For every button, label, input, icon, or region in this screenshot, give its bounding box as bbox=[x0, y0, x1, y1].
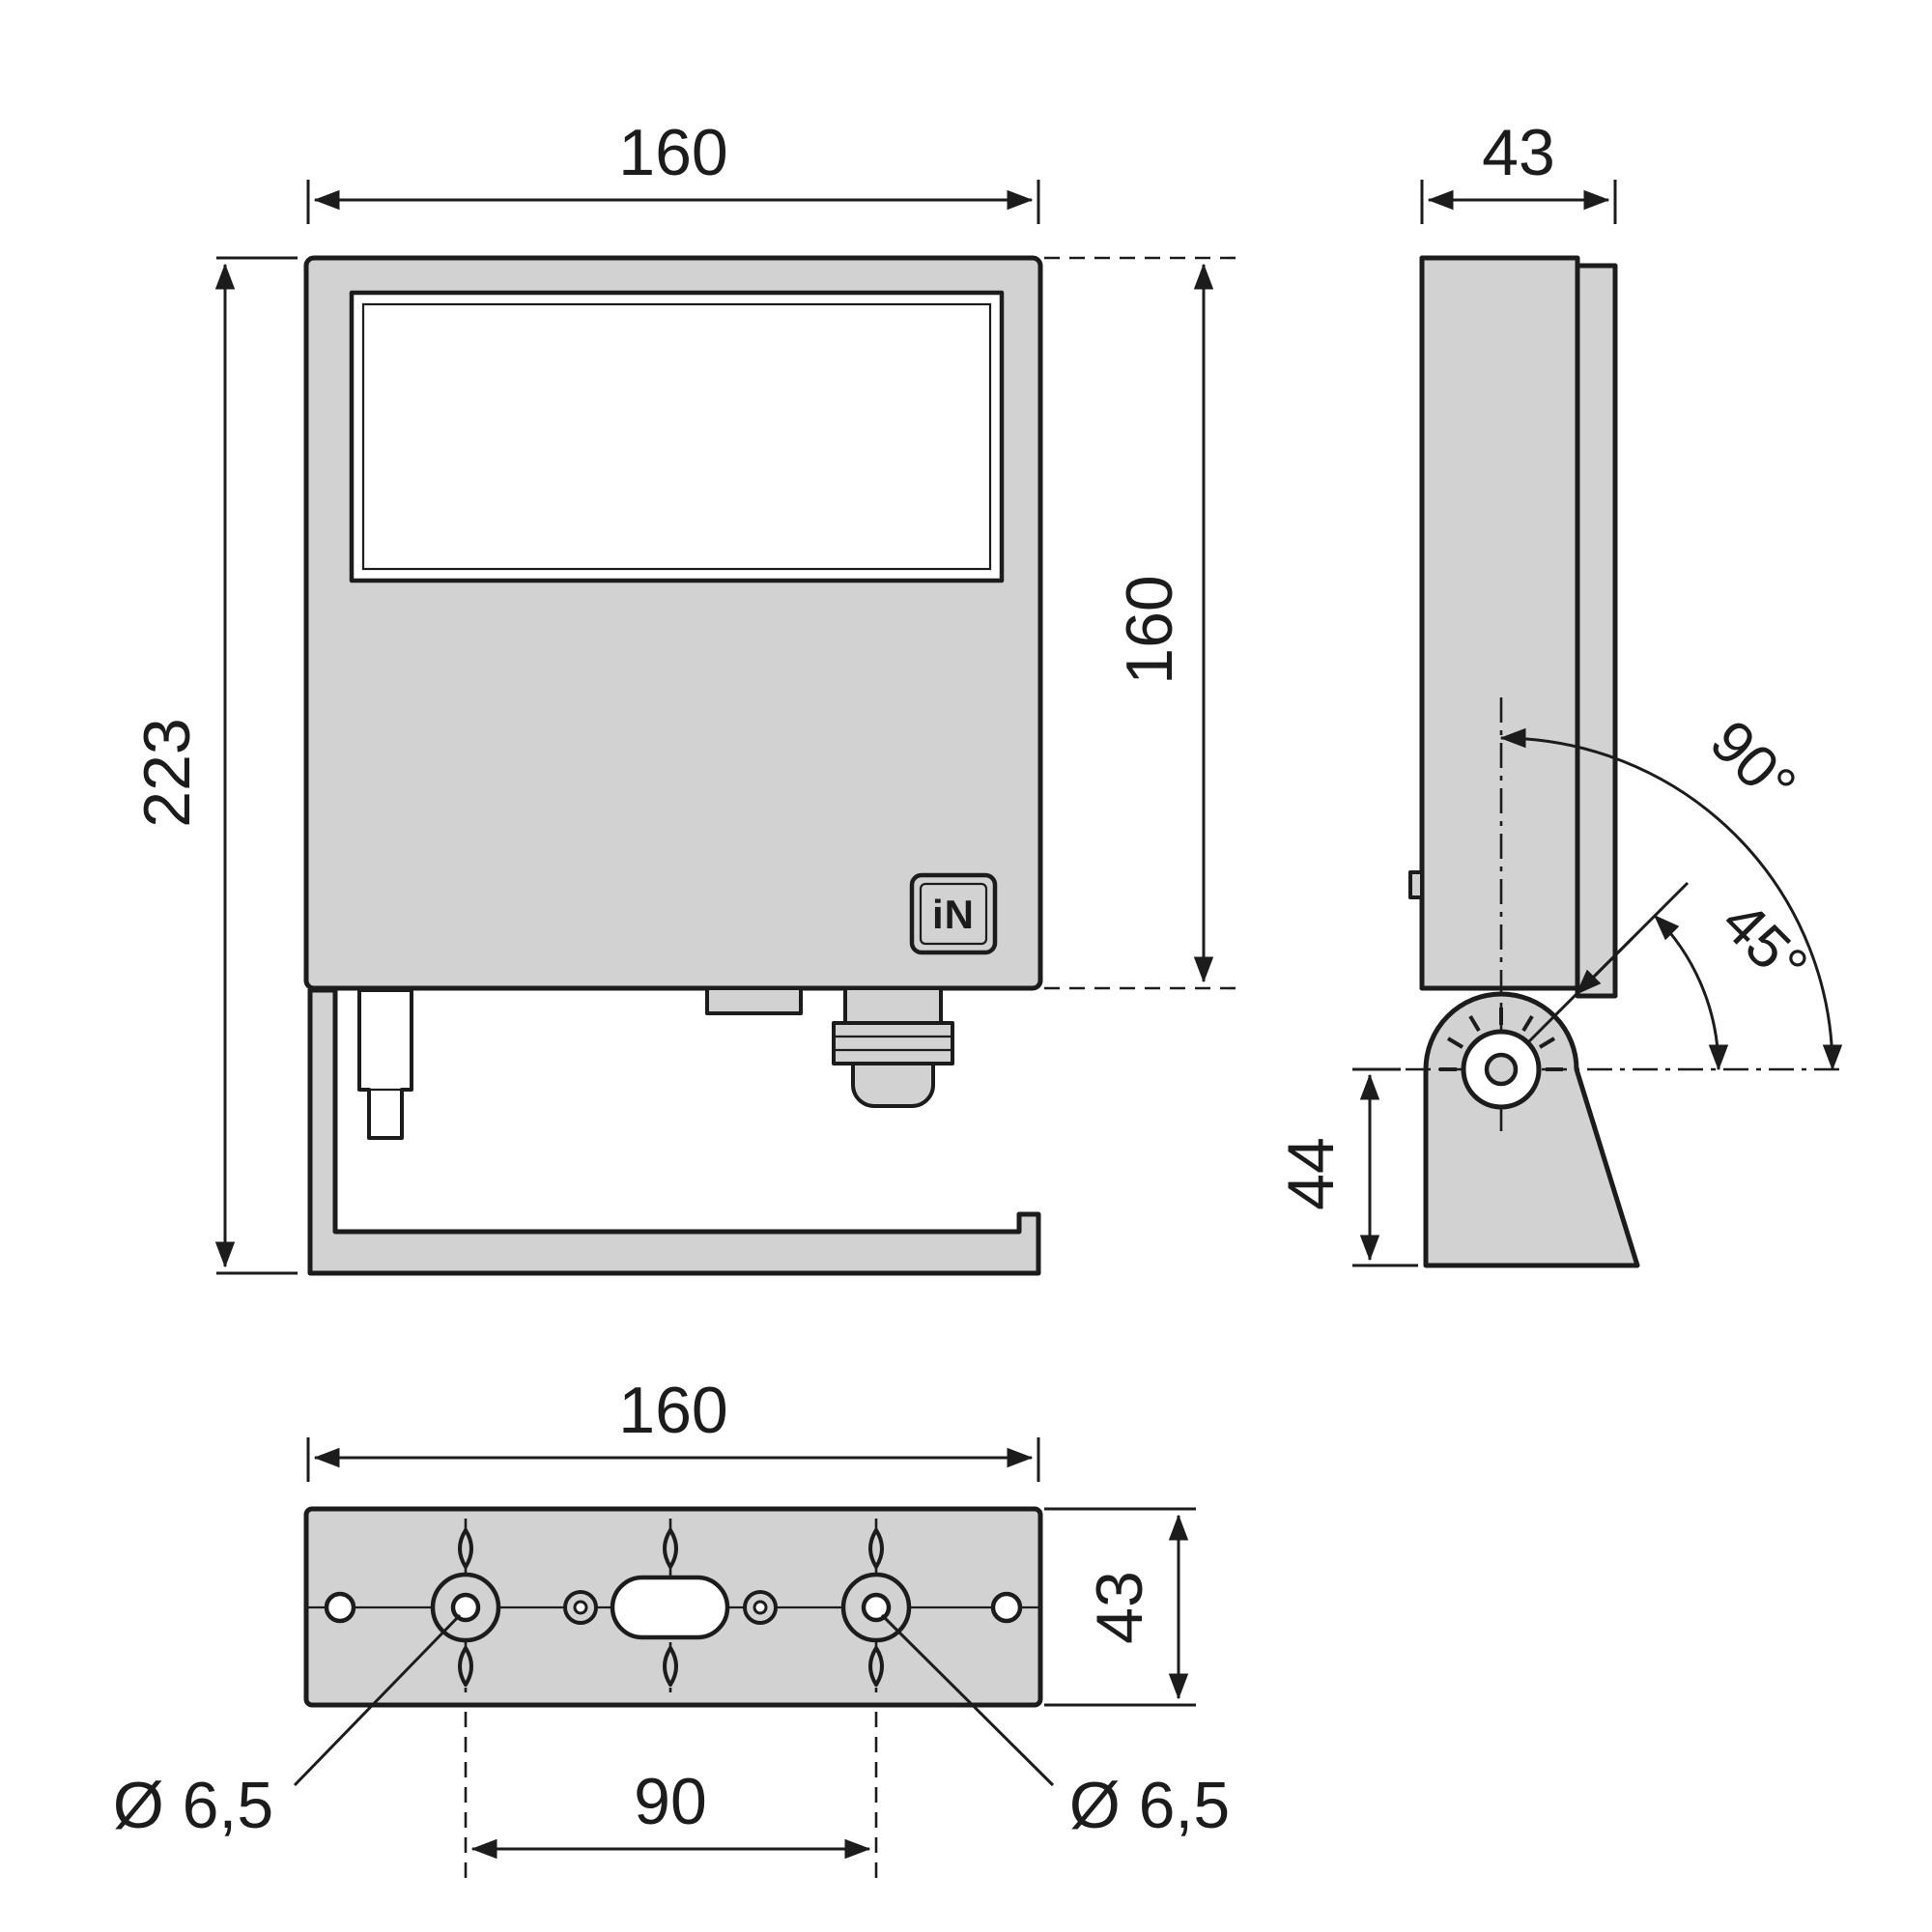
lens-inner-frame bbox=[361, 302, 992, 571]
logo-text: iN bbox=[932, 892, 975, 937]
swivel-angle-label: 90° bbox=[1697, 708, 1808, 819]
front-overall-height-dimension: 223 bbox=[130, 256, 298, 1275]
hole-diameter-right-label: Ø 6,5 bbox=[1069, 1769, 1230, 1842]
bottom-width-label: 160 bbox=[618, 1374, 727, 1447]
mounting-bracket bbox=[307, 987, 1041, 1276]
hole-diameter-callout-right: Ø 6,5 bbox=[880, 1613, 1230, 1842]
side-latch bbox=[1408, 870, 1424, 899]
bottom-depth-label: 43 bbox=[1083, 1571, 1156, 1644]
hole-spacing-dimension: 90 bbox=[464, 1712, 878, 1884]
brand-logo: iN bbox=[909, 872, 998, 955]
front-width-dimension: 160 bbox=[306, 116, 1040, 224]
gland-nut bbox=[832, 1021, 954, 1065]
logo-outer-frame bbox=[909, 872, 998, 955]
side-view: 43 bbox=[1274, 116, 1843, 1268]
leader-line bbox=[293, 1613, 462, 1787]
pivot-height-label: 44 bbox=[1274, 1137, 1348, 1210]
pivot-inner bbox=[1484, 1052, 1519, 1087]
front-view: 160 iN bbox=[130, 116, 1238, 1276]
front-body-height-dimension: 160 bbox=[1044, 256, 1238, 990]
gland-dome bbox=[851, 1062, 935, 1108]
leader-line bbox=[880, 1613, 1055, 1787]
cable-slot bbox=[610, 1575, 730, 1640]
front-frame-plate bbox=[1575, 263, 1618, 999]
arc-90deg bbox=[1499, 727, 1843, 1071]
housing-side bbox=[1419, 255, 1580, 991]
adjustment-petal-marks bbox=[458, 1528, 884, 1687]
front-overall-height-label: 223 bbox=[130, 718, 204, 827]
cable-gland bbox=[832, 986, 954, 1108]
side-depth-dimension: 43 bbox=[1420, 116, 1617, 224]
front-body-height-label: 160 bbox=[1113, 575, 1186, 684]
mounting-hole-left bbox=[430, 1572, 501, 1643]
hole-diameter-callout-left: Ø 6,5 bbox=[113, 1613, 462, 1842]
hinge-knuckle bbox=[357, 988, 413, 1140]
front-width-label: 160 bbox=[618, 116, 727, 189]
lens-window bbox=[349, 290, 1005, 583]
bottom-depth-dimension: 43 bbox=[1044, 1507, 1196, 1707]
arc-45deg bbox=[1653, 914, 1729, 1071]
connector-stub bbox=[705, 986, 803, 1015]
bracket-foot-side bbox=[1423, 991, 1640, 1268]
side-depth-label: 43 bbox=[1482, 116, 1555, 189]
grommet-right bbox=[743, 1590, 778, 1625]
gland-neck bbox=[843, 986, 943, 1025]
pivot-height-dimension: 44 bbox=[1274, 1067, 1418, 1267]
hole-spacing-label: 90 bbox=[634, 1765, 707, 1838]
bottom-view: 160 bbox=[113, 1374, 1230, 1884]
grommet-left bbox=[563, 1590, 598, 1625]
tilt-angle-label: 45° bbox=[1709, 889, 1820, 1000]
logo-inner-frame bbox=[919, 882, 988, 946]
hole-diameter-left-label: Ø 6,5 bbox=[113, 1769, 273, 1842]
end-hole-left bbox=[324, 1591, 356, 1624]
bottom-width-dimension: 160 bbox=[306, 1374, 1040, 1482]
end-hole-right bbox=[990, 1591, 1023, 1624]
